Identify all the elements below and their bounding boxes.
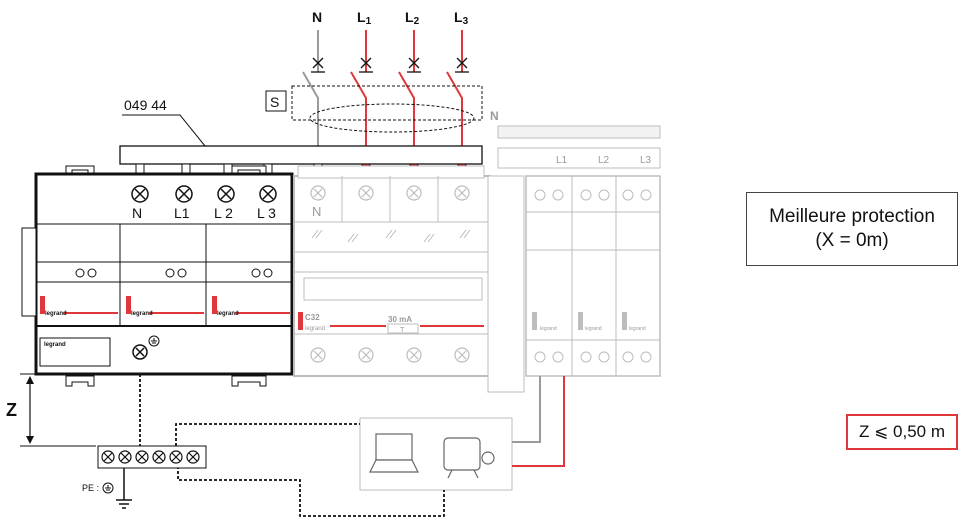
right-label-n: N (490, 109, 499, 123)
best-protection-line2: (X = 0m) (815, 230, 889, 251)
label-l1: L (357, 9, 366, 25)
label-l2-sub: 2 (414, 16, 420, 27)
right-brand-3: legrand (629, 326, 646, 332)
rcd-sensitivity: 30 mA (388, 315, 412, 324)
label-l3: L (454, 9, 463, 25)
pe-label-group: PE : (82, 482, 114, 494)
cartridge-brand-3: legrand (217, 311, 239, 317)
rcd-brand: legrand (305, 326, 325, 332)
switch-blades (302, 71, 463, 168)
label-l3-sub: 3 (463, 16, 469, 27)
right-brand-2: legrand (585, 326, 602, 332)
earth-connections (139, 374, 445, 517)
right-label-l2: L2 (598, 155, 610, 166)
right-panel: N L1 L2 L3 legrand legrand legrand (490, 109, 661, 377)
earth-symbol-pe (102, 482, 114, 494)
best-protection-line1: Meilleure protection (769, 206, 935, 227)
svg-text:L3: L3 (454, 9, 469, 27)
base-brand: legrand (44, 342, 66, 348)
earth-symbol-module (148, 335, 160, 347)
load-box (359, 417, 513, 491)
cartridge-brand-2: legrand (131, 311, 153, 317)
incoming-wires (317, 30, 463, 72)
right-label-l3: L3 (640, 155, 652, 166)
panel-divider (487, 175, 525, 393)
earth-bar (97, 445, 207, 509)
laptop-icon (369, 433, 419, 473)
right-label-l1: L1 (556, 155, 568, 166)
supply-labels: N L1 L2 L3 (312, 9, 469, 27)
module-label-l1: L1 (174, 205, 190, 221)
svg-text:L1: L1 (357, 9, 372, 27)
z-dimension: Z (6, 373, 96, 447)
best-protection-note: Meilleure protection (X = 0m) (746, 192, 958, 266)
load-wires (512, 376, 565, 467)
z-condition-note: Z ⩽ 0,50 m (846, 414, 958, 450)
switch-label: S (270, 94, 279, 110)
part-reference: 049 44 (122, 97, 206, 147)
label-n: N (312, 9, 322, 25)
right-brand-1: legrand (540, 326, 557, 332)
z-label: Z (6, 400, 17, 420)
pe-label: PE : (82, 483, 99, 493)
surge-protector: N L1 L 2 L 3 legrand legrand legrand leg… (21, 165, 294, 387)
label-l1-sub: 1 (366, 16, 372, 27)
rcd-test: T (400, 327, 405, 334)
rcd-label-n: N (312, 204, 321, 219)
cartridge-brand-1: legrand (45, 311, 67, 317)
module-label-l3: L 3 (257, 205, 276, 221)
module-label-n: N (132, 205, 142, 221)
rcd-rating: C32 (305, 313, 320, 322)
part-ref-text: 049 44 (124, 97, 167, 113)
module-label-l2: L 2 (214, 205, 233, 221)
switch-box: S (265, 85, 483, 133)
label-l2: L (405, 9, 414, 25)
rcd-device: N C32 legrand 30 mA T (293, 165, 491, 377)
contact-marks (311, 57, 469, 73)
svg-text:L2: L2 (405, 9, 420, 27)
motor-icon (443, 437, 495, 479)
